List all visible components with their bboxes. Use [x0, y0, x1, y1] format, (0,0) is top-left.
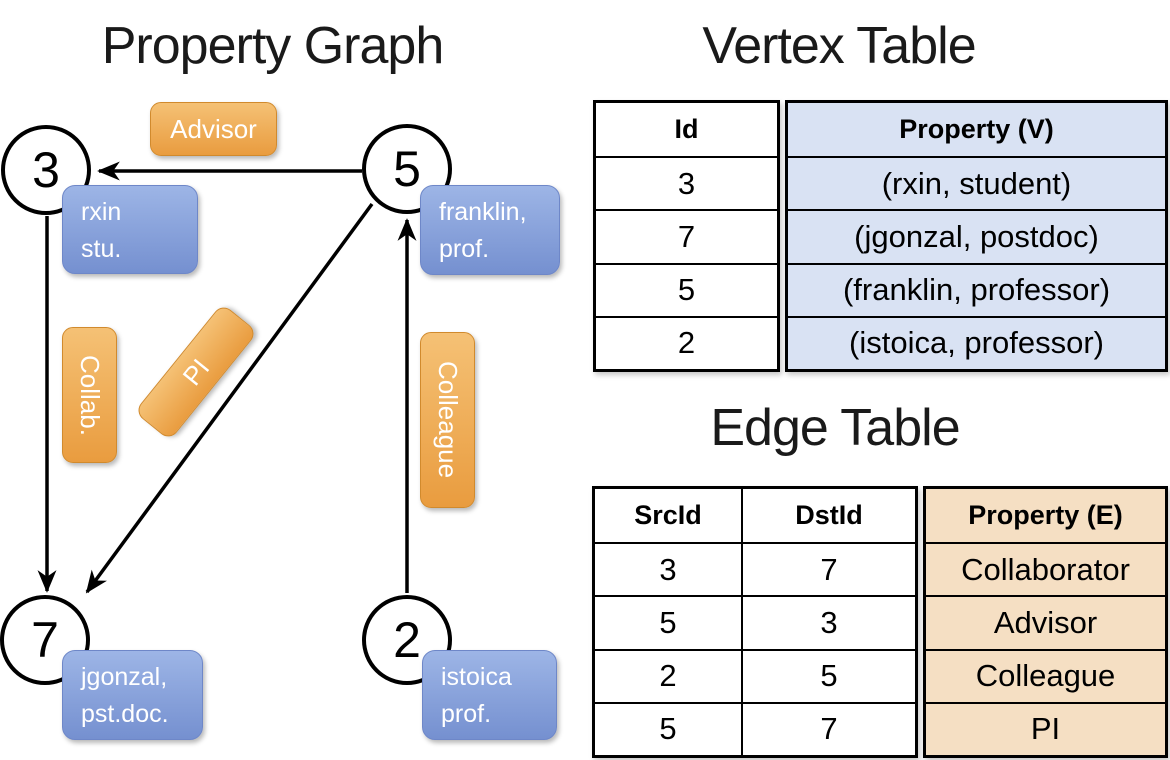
edge-table-src-cell: 3	[595, 542, 741, 595]
edge-table: SrcId DstId 3 7 5 3 2 5 5 7 Property (E)…	[592, 486, 1168, 758]
vertex-property-line: rxin	[81, 198, 122, 226]
vertex-property-line: franklin,	[439, 198, 527, 226]
edge-label-advisor: Advisor	[150, 102, 277, 156]
edge-pi-5-to-7	[85, 202, 374, 594]
edge-table-title: Edge Table	[710, 399, 960, 457]
vertex-table-title: Vertex Table	[702, 17, 976, 75]
vertex-property-line: prof.	[441, 700, 492, 728]
vertex-property-line: stu.	[81, 235, 122, 263]
vertex-table-id-cell: 3	[596, 156, 777, 209]
vertex-table-property-column: Property (V) (rxin, student) (jgonzal, p…	[785, 100, 1168, 372]
vertex-node-2: 2	[362, 595, 452, 685]
vertex-table-id-cell: 5	[596, 262, 777, 316]
vertex-table-property-cell: (rxin, student)	[788, 156, 1165, 209]
edge-table-property-cell: Advisor	[926, 595, 1165, 648]
vertex-property-box-7: jgonzal, pst.doc.	[62, 650, 203, 740]
edge-table-header-property: Property (E)	[968, 500, 1123, 531]
edge-table-dst-cell: 7	[741, 701, 915, 755]
vertex-property-box-5: franklin, prof.	[420, 185, 560, 275]
vertex-property-box-3: rxin stu.	[62, 185, 198, 274]
edge-label-colleague: Colleague	[420, 332, 475, 508]
vertex-table: Id 3 7 5 2 Property (V) (rxin, student) …	[593, 100, 1168, 372]
vertex-table-property-cell: (istoica, professor)	[788, 315, 1165, 369]
edge-table-src-cell: 5	[595, 701, 741, 755]
edge-table-property-cell: PI	[926, 701, 1165, 755]
vertex-table-id-cell: 7	[596, 209, 777, 262]
edge-table-header-srcid: SrcId	[634, 500, 702, 531]
edge-table-dst-cell: 7	[741, 542, 915, 596]
vertex-table-property-cell: (jgonzal, postdoc)	[788, 209, 1165, 262]
edge-table-id-columns: SrcId DstId 3 7 5 3 2 5 5 7	[592, 486, 918, 758]
edge-label-collab: Collab.	[62, 327, 117, 463]
edge-table-src-cell: 5	[595, 595, 741, 648]
property-graph-title: Property Graph	[101, 17, 445, 75]
edge-table-dst-cell: 5	[741, 648, 915, 702]
vertex-table-id-column: Id 3 7 5 2	[593, 100, 780, 372]
edge-table-src-cell: 2	[595, 648, 741, 702]
edge-table-property-column: Property (E) Collaborator Advisor Collea…	[923, 486, 1168, 758]
vertex-property-line: istoica	[441, 663, 512, 691]
edge-table-property-cell: Collaborator	[926, 542, 1165, 595]
vertex-property-line: pst.doc.	[81, 700, 169, 728]
vertex-table-header-id: Id	[674, 114, 699, 145]
vertex-property-box-2: istoica prof.	[422, 650, 557, 740]
edge-table-property-cell: Colleague	[926, 648, 1165, 702]
vertex-table-property-cell: (franklin, professor)	[788, 262, 1165, 316]
vertex-property-line: prof.	[439, 235, 490, 263]
vertex-table-header-property: Property (V)	[899, 114, 1054, 145]
vertex-property-line: jgonzal,	[81, 663, 168, 691]
edge-table-header-dstid: DstId	[741, 489, 915, 543]
vertex-table-id-cell: 2	[596, 315, 777, 369]
edge-table-dst-cell: 3	[741, 595, 915, 649]
graph-edges-svg	[37, 161, 417, 594]
vertex-node-5: 5	[362, 124, 452, 214]
